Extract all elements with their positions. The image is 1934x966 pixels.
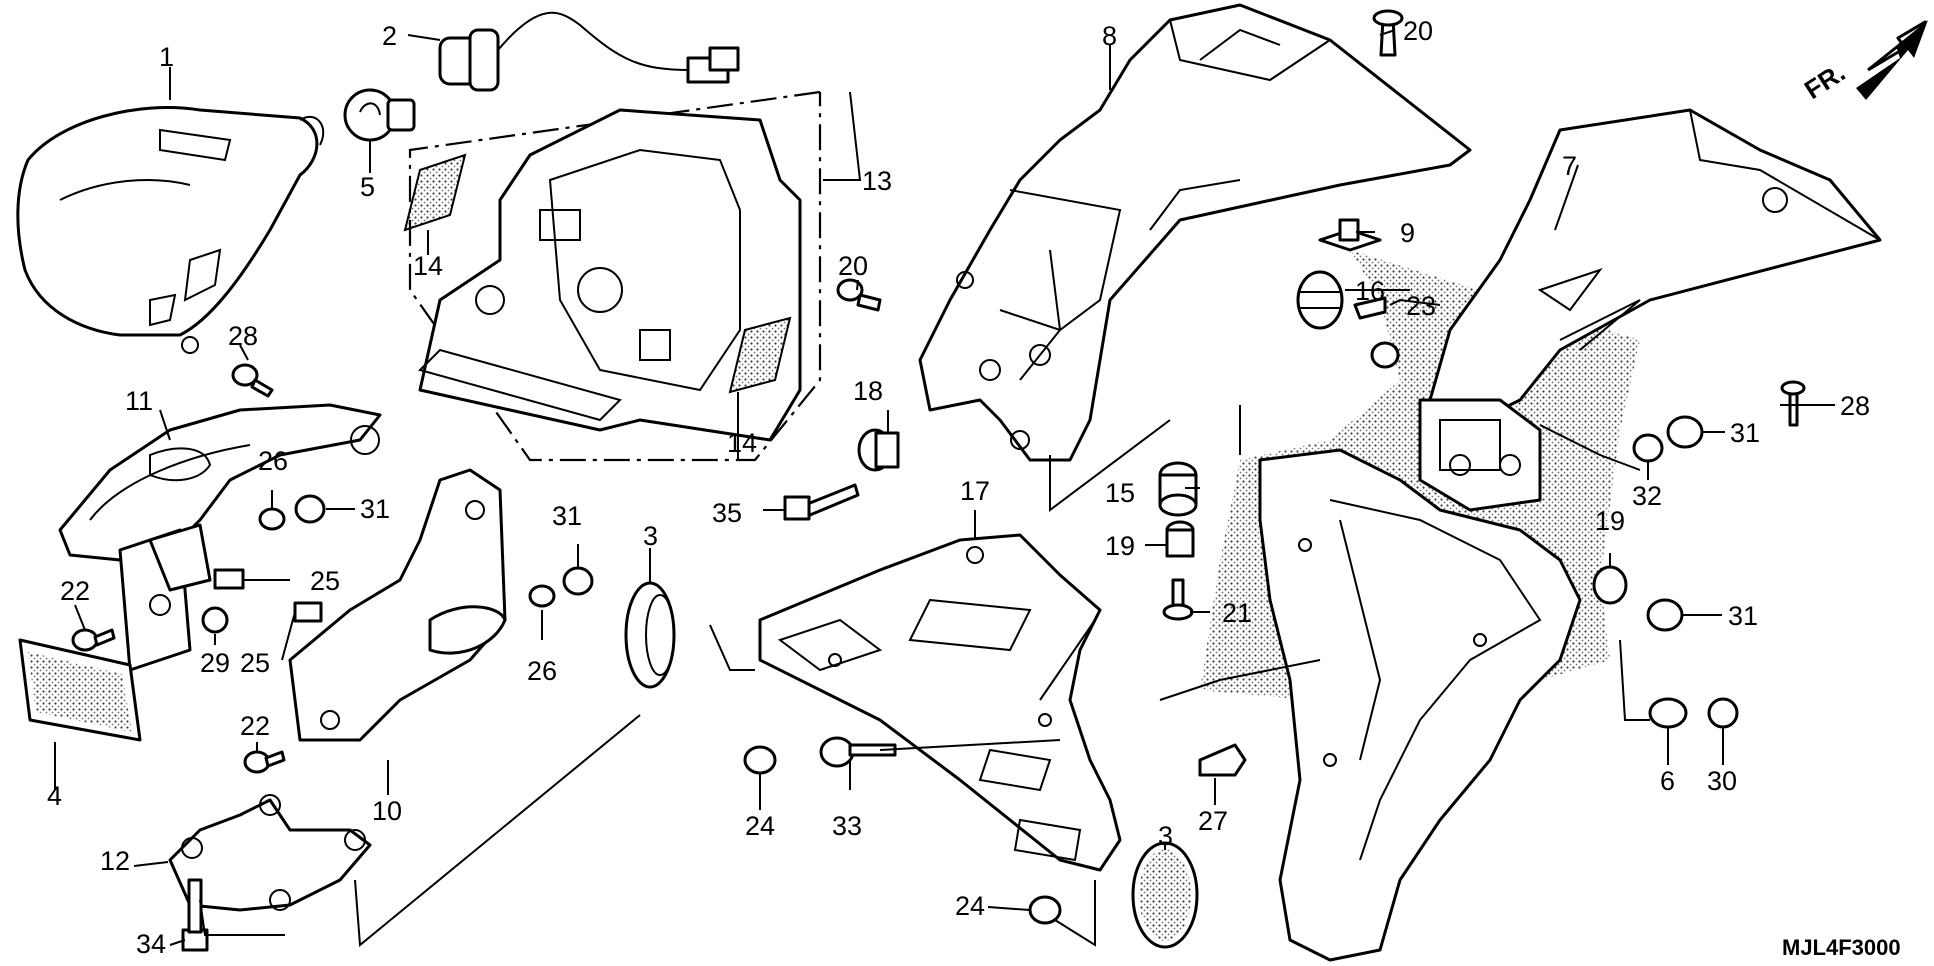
license-plate-bracket xyxy=(758,533,1122,872)
callout-label: 20 xyxy=(838,251,868,281)
callout-label: 15 xyxy=(1105,478,1135,508)
callout-label: 5 xyxy=(360,172,375,202)
callout-label: 9 xyxy=(1400,218,1415,248)
front-direction-arrow: FR. xyxy=(1799,20,1928,105)
callout-label: 20 xyxy=(1403,16,1433,46)
callout-label: 24 xyxy=(955,891,985,921)
callout-label: 26 xyxy=(258,446,288,476)
callout-label: 26 xyxy=(527,656,557,686)
callout-label: 6 xyxy=(1660,766,1675,796)
callout-label: 31 xyxy=(1730,418,1760,448)
callout-label: 13 xyxy=(862,166,892,196)
tail-lamp-lens xyxy=(16,106,325,354)
reflector-pad-upper xyxy=(403,153,467,232)
callout-label: 31 xyxy=(552,501,582,531)
leader-lines xyxy=(54,29,1835,947)
bulb-socket xyxy=(438,11,740,92)
callout-label: 4 xyxy=(47,781,62,811)
callout-label: 19 xyxy=(1105,531,1135,561)
callout-label: 33 xyxy=(832,811,862,841)
callout-label: 2 xyxy=(382,21,397,51)
callout-label: 29 xyxy=(200,648,230,678)
callout-label: 25 xyxy=(310,566,340,596)
callout-label: 14 xyxy=(413,251,443,281)
callout-labels: 1 2 5 14 13 8 20 9 16 23 7 28 20 18 35 1… xyxy=(47,16,1870,959)
callout-label: 24 xyxy=(745,811,775,841)
side-reflector xyxy=(18,638,142,742)
callout-label: 7 xyxy=(1562,151,1577,181)
callout-label: 11 xyxy=(125,386,153,416)
callout-label: 14 xyxy=(727,428,757,458)
round-reflector-upper xyxy=(624,581,676,689)
diagram-code: MJL4F3000 xyxy=(1782,935,1901,960)
callout-label: 18 xyxy=(853,376,883,406)
callout-label: 22 xyxy=(60,576,90,606)
callout-label: 8 xyxy=(1102,21,1117,51)
stay-plate xyxy=(168,794,372,912)
callout-label: 30 xyxy=(1707,766,1737,796)
callout-label: 28 xyxy=(228,321,258,351)
housing-group-outline xyxy=(408,90,822,462)
callout-label: 19 xyxy=(1595,506,1625,536)
callout-label: 16 xyxy=(1355,276,1385,306)
callout-label: 31 xyxy=(1728,601,1758,631)
callout-label: 17 xyxy=(960,476,990,506)
hardware-items xyxy=(71,9,1806,952)
callout-label: 28 xyxy=(1840,391,1870,421)
callout-label: 12 xyxy=(100,846,130,876)
callout-label: 31 xyxy=(360,494,390,524)
rear-fender-upper xyxy=(918,3,1472,462)
callout-label: 1 xyxy=(159,42,174,72)
callout-label: 22 xyxy=(240,711,270,741)
callout-label: 25 xyxy=(240,648,270,678)
callout-label: 34 xyxy=(136,929,166,959)
front-direction-label: FR. xyxy=(1799,57,1850,105)
callout-label: 10 xyxy=(372,796,402,826)
callout-label: 35 xyxy=(712,498,742,528)
callout-label: 27 xyxy=(1198,806,1228,836)
reflector-pad-lower xyxy=(728,316,792,394)
tail-lamp-bracket xyxy=(58,403,382,672)
rear-mudguard xyxy=(1200,108,1882,962)
license-light-housing xyxy=(288,468,507,742)
callout-label: 21 xyxy=(1222,598,1252,628)
inner-housing xyxy=(418,108,802,442)
round-reflector-lower xyxy=(1131,841,1199,949)
bulb xyxy=(343,88,416,142)
callout-label: 32 xyxy=(1632,481,1662,511)
callout-label: 3 xyxy=(643,521,658,551)
callout-label: 3 xyxy=(1158,821,1173,851)
callout-label: 23 xyxy=(1406,291,1436,321)
